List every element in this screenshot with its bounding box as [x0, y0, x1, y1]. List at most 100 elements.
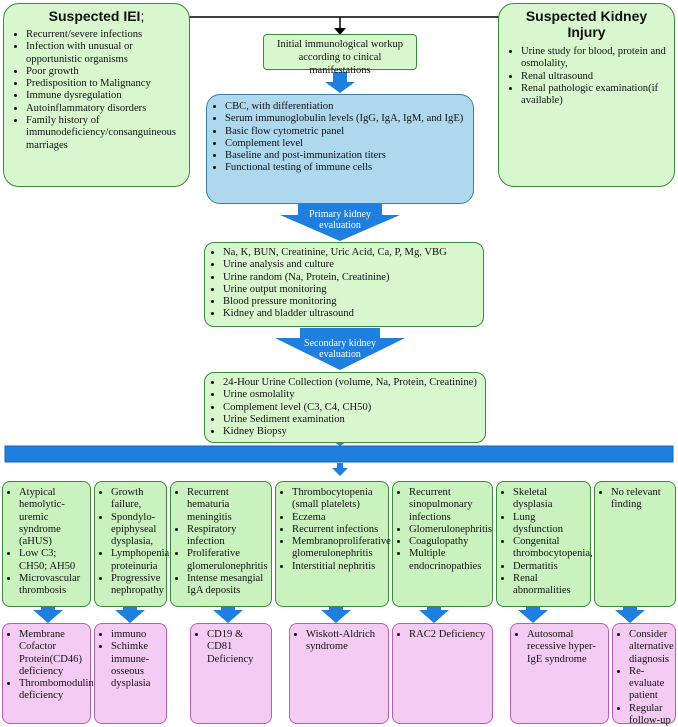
suspected-iei-box: Suspected IEI; Recurrent/severe infectio… — [3, 3, 190, 187]
column-arrow-2 — [115, 606, 145, 623]
immuno-tests-box: CBC, with differentiation Serum immunogl… — [206, 94, 474, 204]
immuno-test-item: CBC, with differentiation — [225, 101, 467, 113]
finding-item: Glomerulonephritis — [409, 524, 492, 536]
secondary-test-item: Urine osmolality — [223, 389, 479, 401]
column-arrow-3 — [213, 606, 243, 623]
diagnosis-box-4: Wiskott-Aldrich syndrome — [289, 623, 389, 724]
finding-item: Dermatitis — [513, 561, 587, 573]
finding-column-3: Recurrent hematuria meningitisRespirator… — [170, 481, 272, 607]
diagnosis-item: Schimke immune-osseous dysplasia — [111, 641, 163, 690]
kidney-item: Renal ultrasound — [521, 71, 668, 83]
distribution-bar — [4, 445, 674, 463]
finding-item: Atypical hemolytic-uremic syndrome (aHUS… — [19, 487, 87, 548]
immuno-test-item: Baseline and post-immunization titers — [225, 150, 467, 162]
primary-test-item: Kidney and bladder ultrasound — [223, 308, 477, 320]
column-arrow-6 — [518, 606, 548, 623]
finding-item: Respiratory infection — [187, 524, 268, 549]
diagnosis-box-3: CD19 & CD81 Deficiency — [190, 623, 272, 724]
finding-column-5: Recurrent sinopulmonary infectionsGlomer… — [392, 481, 493, 607]
primary-test-item: Na, K, BUN, Creatinine, Uric Acid, Ca, P… — [223, 247, 477, 259]
diagnosis-item: CD19 & CD81 Deficiency — [207, 629, 268, 666]
column-arrow-5 — [419, 606, 449, 623]
diagnosis-box-1: Membrane Cofactor Protein(CD46) deficien… — [2, 623, 94, 724]
iei-item: Recurrent/severe infections — [26, 29, 183, 41]
iei-item: Poor growth — [26, 66, 183, 78]
suspected-kidney-title: Suspected Kidney Injury — [525, 8, 648, 40]
primary-test-item: Urine analysis and culture — [223, 259, 477, 271]
kidney-item: Renal pathologic examination(if availabl… — [521, 83, 668, 108]
diagnosis-item: Thrombomodulin deficiency — [19, 678, 94, 703]
workup-arrowhead — [334, 28, 346, 35]
finding-column-7: No relevant finding — [594, 481, 676, 607]
diagnosis-item: Wiskott-Aldrich syndrome — [306, 629, 385, 654]
bar-down-arrow — [332, 463, 348, 476]
secondary-test-item: 24-Hour Urine Collection (volume, Na, Pr… — [223, 377, 479, 389]
finding-item: Interstitial nephritis — [292, 561, 385, 573]
primary-test-item: Urine random (Na, Protein, Creatinine) — [223, 272, 477, 284]
finding-item: Proliferative glomerulonephritis — [187, 548, 268, 573]
secondary-test-item: Urine Sediment examination — [223, 414, 479, 426]
finding-column-2: Growth failure,Spondylo-epiphyseal dyspl… — [94, 481, 172, 607]
finding-item: Intense mesangial IgA deposits — [187, 573, 268, 598]
diagnosis-item: Regular follow-up — [629, 703, 672, 727]
diagnosis-item: Consider alternative diagnosis — [629, 629, 674, 666]
column-arrow-1 — [33, 606, 63, 623]
finding-item: Recurrent hematuria meningitis — [187, 487, 268, 524]
finding-item: Lung dysfunction — [513, 512, 587, 537]
finding-item: Multiple endocrinopathies — [409, 548, 489, 573]
diagnosis-item: immuno — [111, 629, 163, 641]
suspected-iei-title-text: Suspected IEI — [48, 8, 141, 24]
workup-down-arrow — [325, 72, 355, 93]
iei-item: Infection with unusual or opportunistic … — [26, 41, 183, 66]
secondary-arrow-label: Secondary kidney evaluation — [304, 338, 376, 360]
secondary-tests-list: 24-Hour Urine Collection (volume, Na, Pr… — [209, 377, 479, 438]
diagnosis-box-6: Autosomal recessive hyper-IgE syndrome — [510, 623, 609, 724]
finding-column-4: Thrombocytopenia (small platelets)Eczema… — [275, 481, 391, 607]
column-arrows — [33, 606, 645, 623]
secondary-tests-box: 24-Hour Urine Collection (volume, Na, Pr… — [204, 372, 486, 443]
secondary-arrow — [275, 328, 405, 370]
finding-item: Eczema — [292, 512, 385, 524]
immuno-test-item: Functional testing of immune cells — [225, 162, 467, 174]
finding-item: Lymphopenia, proteinuria — [111, 548, 172, 573]
finding-item: Low C3; CH50; AH50 — [19, 548, 87, 573]
suspected-iei-title-suffix: ; — [140, 8, 145, 24]
primary-arrow-label: Primary kidney evaluation — [309, 209, 371, 231]
finding-item: Renal abnormalities — [513, 573, 587, 598]
column-arrow-7 — [615, 606, 645, 623]
finding-item: Recurrent sinopulmonary infections — [409, 487, 489, 524]
primary-arrow — [280, 203, 400, 241]
finding-item: Congenital thrombocytopenia, — [513, 536, 593, 561]
suspected-iei-list: Recurrent/severe infections Infection wi… — [10, 29, 183, 152]
column-arrow-4 — [321, 606, 351, 623]
suspected-kidney-box: Suspected Kidney Injury Urine study for … — [498, 3, 675, 187]
primary-test-item: Blood pressure monitoring — [223, 296, 477, 308]
finding-item: Progressive nephropathy — [111, 573, 164, 598]
immuno-test-item: Serum immunoglobulin levels (IgG, IgA, I… — [225, 113, 467, 125]
secondary-test-item: Kidney Biopsy — [223, 426, 479, 438]
finding-item: Thrombocytopenia (small platelets) — [292, 487, 385, 512]
iei-item: Autoinflammatory disorders — [26, 103, 183, 115]
initial-workup-box: Initial immunological workup according t… — [263, 34, 417, 76]
diagnosis-item: Autosomal recessive hyper-IgE syndrome — [527, 629, 605, 666]
primary-tests-list: Na, K, BUN, Creatinine, Uric Acid, Ca, P… — [209, 247, 477, 321]
initial-workup-text: Initial immunological workup according t… — [277, 39, 403, 76]
finding-item: Membranoproliferative glomerulonephritis — [292, 536, 391, 561]
finding-item: Skeletal dysplasia — [513, 487, 587, 512]
finding-item: No relevant finding — [611, 487, 672, 512]
finding-column-6: Skeletal dysplasiaLung dysfunctionCongen… — [496, 481, 593, 607]
finding-item: Recurrent infections — [292, 524, 385, 536]
diagnosis-box-5: RAC2 Deficiency — [392, 623, 493, 724]
diagnosis-box-2: immunoSchimke immune-osseous dysplasia — [94, 623, 167, 724]
suspected-kidney-list: Urine study for blood, protein and osmol… — [505, 46, 668, 107]
immuno-test-item: Basic flow cytometric panel — [225, 126, 467, 138]
diagnosis-item: Membrane Cofactor Protein(CD46) deficien… — [19, 629, 87, 678]
diagnosis-box-7: Consider alternative diagnosisRe-evaluat… — [612, 623, 676, 727]
suspected-iei-title: Suspected IEI; — [10, 8, 183, 24]
iei-item: Family history of immunodeficiency/consa… — [26, 115, 183, 152]
iei-item: Predisposition to Malignancy — [26, 78, 183, 90]
primary-test-item: Urine output monitoring — [223, 284, 477, 296]
kidney-item: Urine study for blood, protein and osmol… — [521, 46, 668, 71]
finding-column-1: Atypical hemolytic-uremic syndrome (aHUS… — [2, 481, 91, 607]
